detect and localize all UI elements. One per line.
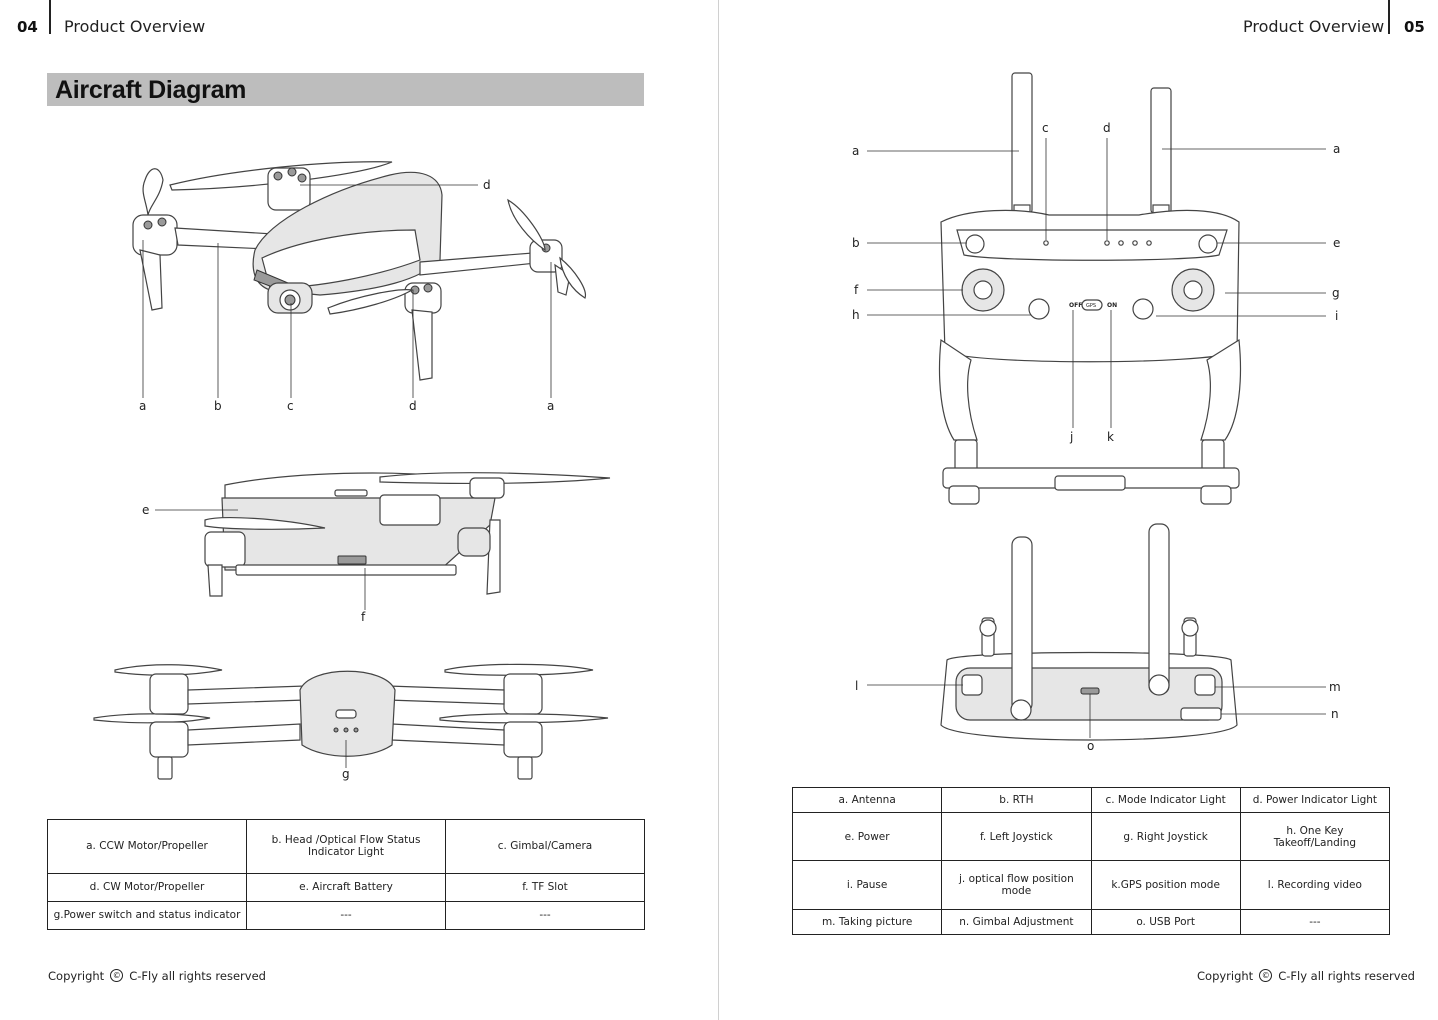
header-divider: [49, 0, 51, 34]
page-header: Product Overview: [1243, 17, 1385, 36]
legend-cell: ---: [445, 900, 645, 931]
header-divider: [1388, 0, 1390, 34]
label-top-n: n: [1331, 707, 1339, 721]
legend-cell: o. USB Port: [1090, 908, 1241, 936]
aircraft-diagram: d a b c d a e f: [93, 161, 611, 781]
label-top-b: b: [214, 399, 222, 413]
label-front-a1: a: [852, 144, 859, 158]
legend-cell: c. Mode Indicator Light: [1090, 786, 1241, 814]
label-top-m: m: [1329, 680, 1341, 694]
label-front-j: j: [1069, 430, 1073, 444]
label-front-i: i: [1335, 309, 1338, 323]
label-front-c: c: [1042, 121, 1049, 135]
legend-cell: ---: [1239, 908, 1391, 936]
copyright-prefix: Copyright: [1197, 969, 1254, 983]
legend-row: g.Power switch and status indicator-----…: [47, 900, 645, 931]
label-top-c: c: [287, 399, 294, 413]
legend-cell: n. Gimbal Adjustment: [941, 908, 1092, 936]
legend-cell: d. CW Motor/Propeller: [47, 872, 247, 902]
legend-cell: b. Head /Optical Flow Status Indicator L…: [246, 819, 446, 874]
legend-cell: e. Aircraft Battery: [246, 872, 446, 902]
legend-cell: f. Left Joystick: [941, 812, 1092, 862]
label-front-e: e: [1333, 236, 1340, 250]
switch-gps-label: GPS: [1086, 303, 1096, 309]
label-front-a2: a: [1333, 142, 1340, 156]
legend-cell: k.GPS position mode: [1090, 860, 1241, 910]
label-top-d: d: [409, 399, 417, 413]
aircraft-side-view: [204, 471, 611, 597]
switch-off-label: OFF: [1069, 302, 1082, 309]
label-side-e: e: [142, 503, 149, 517]
copyright-symbol: ©: [110, 969, 124, 982]
left-page: 04 Product Overview Aircraft Diagram: [0, 0, 718, 1020]
label-front-h: h: [852, 308, 860, 322]
legend-cell: h. One Key Takeoff/Landing: [1239, 812, 1391, 862]
label-top-o: o: [1087, 739, 1094, 753]
section-title: Aircraft Diagram: [55, 76, 247, 104]
legend-cell: a. CCW Motor/Propeller: [47, 819, 247, 874]
aircraft-front-view: [93, 663, 609, 780]
page-header: Product Overview: [64, 17, 206, 36]
section-title-bar: Aircraft Diagram: [47, 73, 644, 106]
label-front-k: k: [1107, 430, 1114, 444]
legend-cell: d. Power Indicator Light: [1239, 786, 1391, 814]
page-gutter: [718, 0, 719, 1020]
page-number: 04: [17, 18, 38, 36]
right-page: Product Overview 05: [719, 0, 1438, 1020]
copyright: Copyright © C-Fly all rights reserved: [48, 969, 266, 983]
copyright-text: C-Fly all rights reserved: [1278, 969, 1415, 983]
copyright-text: C-Fly all rights reserved: [129, 969, 266, 983]
label-top-d2: d: [483, 178, 491, 192]
copyright-symbol: ©: [1259, 969, 1273, 982]
remote-controller-diagram: OFF GPS ON a a c d b e f g h i j k: [852, 72, 1341, 753]
legend-cell: g.Power switch and status indicator: [47, 900, 247, 931]
legend-cell: b. RTH: [941, 786, 1092, 814]
legend-cell: g. Right Joystick: [1090, 812, 1241, 862]
legend-cell: c. Gimbal/Camera: [445, 819, 645, 874]
legend-cell: l. Recording video: [1239, 860, 1391, 910]
label-top-l: l: [855, 679, 858, 693]
switch-on-label: ON: [1107, 302, 1117, 309]
legend-cell: i. Pause: [791, 860, 943, 910]
label-front-d: d: [1103, 121, 1111, 135]
label-front-g: g: [1332, 286, 1340, 300]
label-front-b: b: [852, 236, 860, 250]
legend-cell: m. Taking picture: [791, 908, 943, 936]
label-front-g: g: [342, 767, 350, 781]
label-front-f: f: [854, 283, 859, 297]
label-top-a1: a: [139, 399, 146, 413]
label-side-f: f: [361, 610, 366, 624]
page-number: 05: [1404, 18, 1425, 36]
legend-cell: e. Power: [791, 812, 943, 862]
legend-cell: ---: [246, 900, 446, 931]
legend-cell: f. TF Slot: [445, 872, 645, 902]
legend-cell: j. optical flow position mode: [941, 860, 1092, 910]
legend-cell: a. Antenna: [791, 786, 943, 814]
copyright-prefix: Copyright: [48, 969, 105, 983]
controller-top-view: [940, 523, 1238, 741]
label-top-a2: a: [547, 399, 554, 413]
controller-front-view: [938, 72, 1242, 505]
aircraft-top-view: [132, 161, 586, 381]
copyright: Copyright © C-Fly all rights reserved: [1197, 969, 1415, 983]
